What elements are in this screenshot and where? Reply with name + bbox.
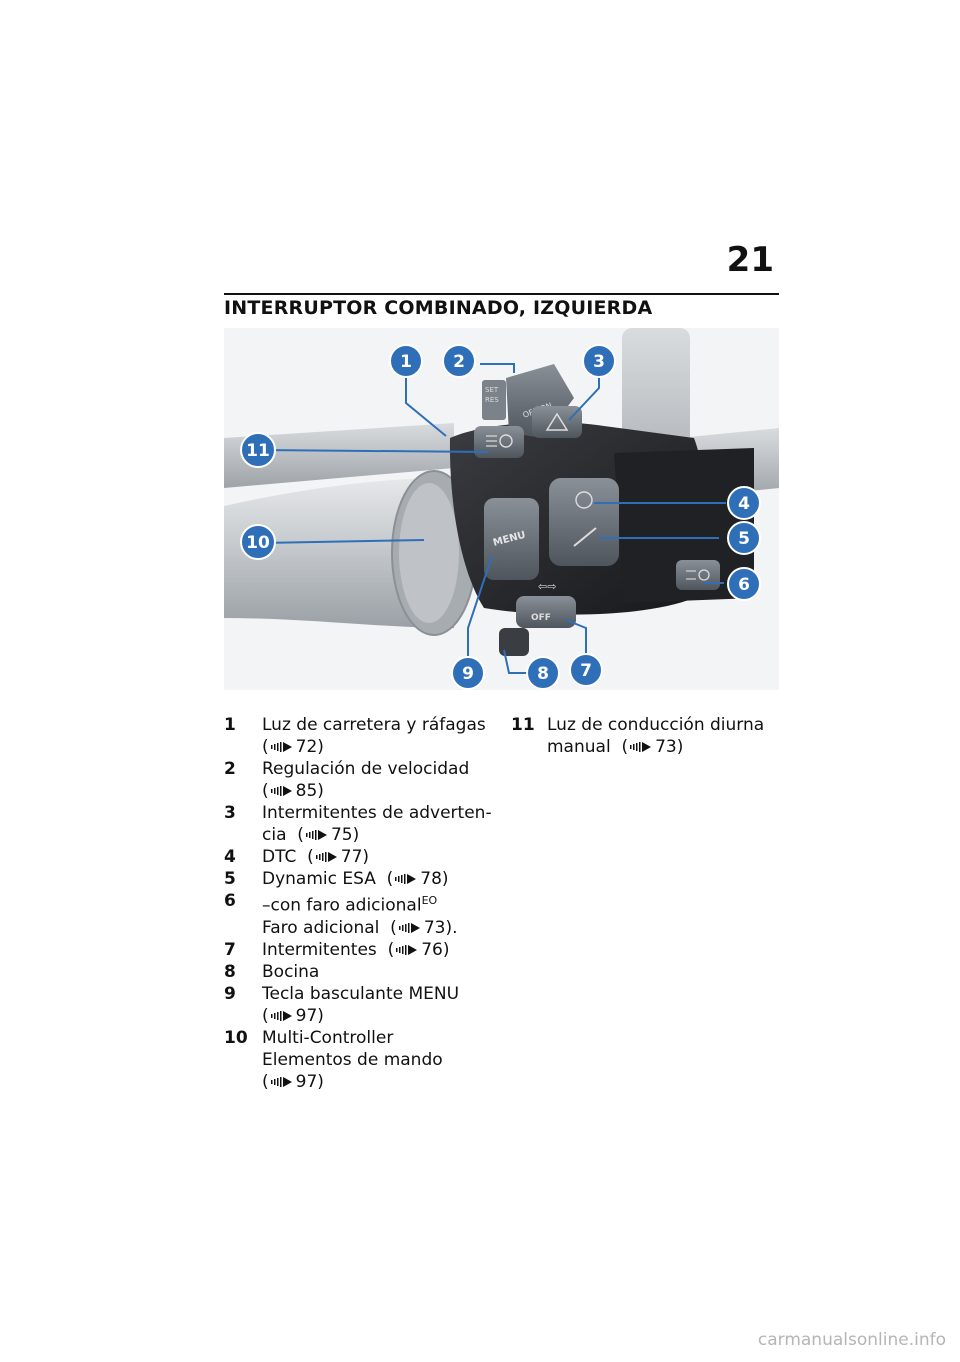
callout-6: 6 — [727, 567, 761, 601]
legend-item-number: 1 — [224, 715, 236, 735]
legend-item-number: 9 — [224, 983, 236, 1004]
hazard-button[interactable] — [532, 406, 582, 438]
callout-8: 8 — [526, 656, 560, 690]
legend-item-number: 3 — [224, 803, 236, 823]
turn-signal-switch[interactable] — [516, 596, 576, 628]
svg-text:9: 9 — [462, 664, 474, 684]
legend-left-column: 1 Luz de carretera y ráfagas(72) 2 Regulaci… — [224, 714, 494, 1093]
callout-11: 11 — [240, 432, 276, 468]
legend-item-number: 4 — [224, 847, 236, 867]
svg-text:3: 3 — [593, 352, 605, 372]
legend-item: 4 DTC (77) — [224, 846, 494, 868]
watermark: carmanualsonline.info — [757, 1330, 946, 1350]
legend-item-number: 2 — [224, 759, 236, 779]
legend-item: 8 Bocina — [224, 961, 494, 983]
high-beam-button[interactable] — [474, 426, 524, 458]
legend-item-text: Regulación de velocidad(85) — [262, 758, 494, 802]
svg-text:OFF: OFF — [531, 613, 551, 623]
page-reference[interactable]: Faro adicional (73). — [262, 917, 458, 938]
page-reference[interactable]: (85) — [262, 781, 324, 801]
switch-illustration: OFF/ON SET RES MENU OFF ⇦⇨ — [224, 328, 779, 690]
legend-item-number: 7 — [224, 939, 236, 960]
callout-1: 1 — [389, 344, 423, 378]
legend-item: 3 Intermitentes de adverten-cia (75) — [224, 802, 494, 846]
page-number: 21 — [726, 240, 774, 280]
page-reference[interactable]: manual (73) — [547, 737, 684, 757]
legend-item-text: Tecla basculante MENU(97) — [262, 983, 494, 1027]
legend-item: 7 Intermitentes (76) — [224, 939, 494, 961]
callout-4: 4 — [727, 486, 761, 520]
svg-text:8: 8 — [537, 664, 549, 684]
legend-item-text: DTC (77) — [262, 846, 494, 868]
legend-item-text: Dynamic ESA (78) — [262, 868, 494, 890]
page-reference-arrow-icon — [305, 830, 327, 840]
page-reference-arrow-icon — [270, 1010, 292, 1021]
horn-button[interactable] — [499, 628, 529, 656]
callout-3: 3 — [582, 344, 616, 378]
legend-item: 9 Tecla basculante MENU(97) — [224, 983, 494, 1027]
legend-item-text: Bocina — [262, 961, 320, 982]
legend-item-number: 8 — [224, 961, 236, 982]
page-reference-arrow-icon — [630, 742, 652, 752]
callout-markers: 1 2 3 4 5 6 7 8 9 10 11 — [240, 344, 761, 690]
page-reference[interactable]: cia (75) — [262, 825, 360, 845]
legend-item-number: 10 — [224, 1027, 248, 1048]
svg-text:⇦⇨: ⇦⇨ — [538, 580, 556, 593]
svg-text:11: 11 — [246, 441, 270, 461]
svg-text:10: 10 — [246, 533, 270, 553]
menu-rocker[interactable] — [484, 498, 539, 580]
header-rule — [224, 293, 779, 295]
legend-item-text: Intermitentes de adverten-cia (75) — [262, 802, 494, 846]
aux-light-button[interactable] — [676, 560, 720, 590]
page-reference[interactable]: Dynamic ESA (78) — [262, 869, 449, 889]
page-reference-arrow-icon — [315, 852, 337, 862]
legend-item: 5 Dynamic ESA (78) — [224, 868, 494, 890]
legend-item: 2 Regulación de velocidad(85) — [224, 758, 494, 802]
page-reference-arrow-icon — [270, 786, 292, 796]
callout-7: 7 — [569, 653, 603, 687]
legend-item-number: 5 — [224, 869, 236, 889]
svg-text:6: 6 — [738, 575, 750, 595]
dtc-esa-rocker[interactable] — [549, 478, 619, 566]
svg-text:7: 7 — [580, 661, 592, 681]
page-reference[interactable]: (97) — [262, 1005, 324, 1026]
handlebar-switch-figure: OFF/ON SET RES MENU OFF ⇦⇨ — [224, 328, 779, 690]
section-title: INTERRUPTOR COMBINADO, IZQUIERDA — [224, 297, 653, 319]
legend-item-number: 11 — [511, 715, 535, 735]
svg-text:RES: RES — [485, 396, 499, 404]
page-reference-arrow-icon — [270, 742, 292, 752]
callout-5: 5 — [727, 521, 761, 555]
svg-text:5: 5 — [738, 529, 750, 549]
svg-text:2: 2 — [453, 352, 465, 372]
page-reference[interactable]: (72) — [262, 737, 324, 757]
callout-10: 10 — [240, 524, 276, 560]
svg-text:1: 1 — [400, 352, 412, 372]
legend-item: 1 Luz de carretera y ráfagas(72) — [224, 714, 494, 758]
page-reference-arrow-icon — [396, 944, 418, 955]
page-reference[interactable]: Intermitentes (76) — [262, 939, 450, 960]
legend-item-number: 6 — [224, 891, 236, 911]
svg-text:SET: SET — [485, 386, 499, 394]
page-reference-arrow-icon — [395, 874, 417, 884]
svg-text:4: 4 — [738, 494, 750, 514]
page-reference[interactable]: (97) — [262, 1071, 324, 1092]
page-reference[interactable]: DTC (77) — [262, 847, 370, 867]
callout-2: 2 — [442, 344, 476, 378]
page-reference-arrow-icon — [398, 922, 420, 933]
legend-item-text: Luz de carretera y ráfagas(72) — [262, 714, 494, 758]
legend-item-text: Intermitentes (76) — [262, 939, 494, 961]
page-reference-arrow-icon — [270, 1076, 292, 1087]
callout-9: 9 — [451, 656, 485, 690]
handlebar-tube — [224, 423, 454, 488]
